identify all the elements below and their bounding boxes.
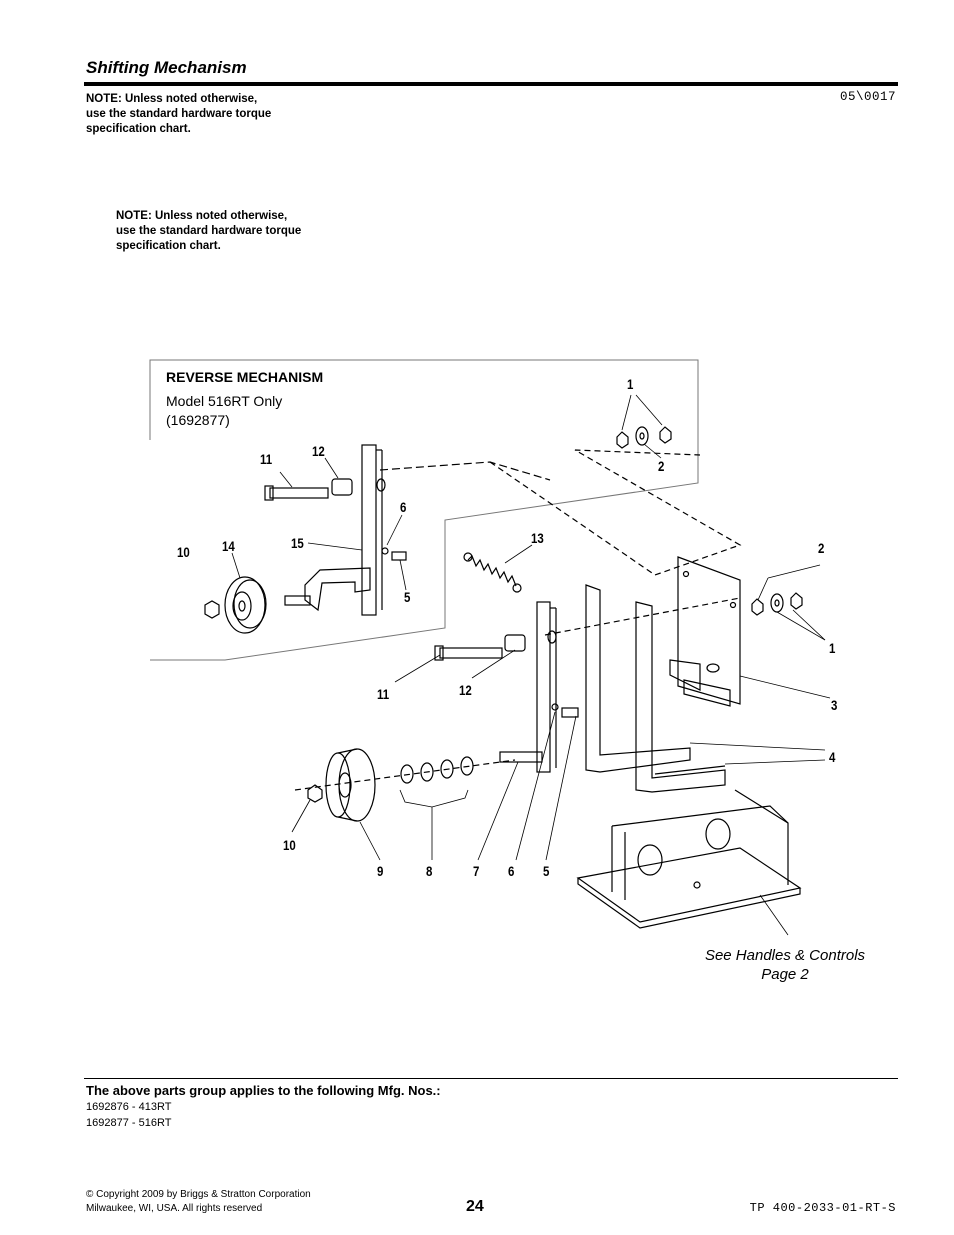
callout-12-bottom: 12 [459, 682, 472, 698]
copyright-line-2: Milwaukee, WI, USA. All rights reserved [86, 1203, 263, 1214]
callout-2-top: 2 [658, 458, 665, 474]
callout-11-bottom: 11 [377, 686, 390, 702]
shaft-7 [499, 751, 543, 763]
applies-title: The above parts group applies to the fol… [86, 1083, 441, 1098]
copyright-line-1: © Copyright 2009 by Briggs & Stratton Co… [86, 1189, 311, 1200]
reverse-arm [361, 444, 386, 616]
callout-9: 9 [377, 863, 384, 879]
bracket-4b [635, 601, 726, 793]
callout-1-top: 1 [627, 376, 634, 392]
dashed-axis-b [294, 759, 516, 791]
bracket-15 [284, 567, 371, 612]
callout-7: 7 [473, 863, 480, 879]
lower-arm [536, 601, 557, 773]
callout-8: 8 [426, 863, 433, 879]
footer-rule [84, 1078, 898, 1079]
mfg-number-2: 1692877 - 516RT [86, 1117, 172, 1129]
callout-4: 4 [829, 749, 836, 765]
dashed-link [379, 461, 551, 481]
hardware-1-2-top [616, 426, 672, 449]
nut-10-bottom [307, 784, 323, 803]
spacer-12-bottom [504, 634, 526, 652]
idler-pulley-14 [224, 576, 267, 634]
callout-1-right: 1 [829, 640, 836, 656]
leader-lines [231, 394, 831, 936]
spring-13 [463, 552, 522, 593]
callout-6-top: 6 [400, 499, 407, 515]
nut-10-top [204, 600, 220, 619]
pin-5-bottom [551, 703, 579, 718]
base-plate [576, 789, 802, 929]
callout-10-top: 10 [177, 544, 190, 560]
callout-2-right: 2 [818, 540, 825, 556]
page-title: Shifting Mechanism [86, 58, 247, 77]
washers-8 [400, 756, 474, 784]
document-code: TP 400-2033-01-RT-S [749, 1201, 896, 1215]
header-note: NOTE: Unless noted otherwise, use the st… [86, 93, 272, 135]
callout-5-bottom: 5 [543, 863, 550, 879]
callout-14: 14 [222, 538, 235, 554]
inset-frame [149, 359, 699, 661]
spacer-12-top [331, 478, 353, 496]
drawing-code: 05\0017 [839, 90, 896, 104]
see-reference: See Handles & Controls Page 2 [704, 947, 866, 983]
page-number: 24 [466, 1198, 484, 1215]
dashed-axis-a [544, 597, 741, 636]
pin-5-top [381, 547, 407, 561]
bolt-11-bottom [434, 645, 503, 661]
reverse-mechanism-model: Model 516RT Only (1692877) [166, 393, 283, 428]
plate-3 [669, 556, 741, 707]
callout-11-top: 11 [260, 451, 273, 467]
bolt-11-top [264, 485, 329, 501]
callout-12-top: 12 [312, 443, 325, 459]
callout-5-top: 5 [404, 589, 411, 605]
callout-6-bottom: 6 [508, 863, 515, 879]
mfg-number-1: 1692876 - 413RT [86, 1101, 172, 1113]
dashed-plane [489, 449, 742, 576]
figure-note: NOTE: Unless noted otherwise, use the st… [116, 210, 302, 252]
copyright: © Copyright 2009 by Briggs & Stratton Co… [86, 1188, 311, 1216]
bracket-4a [585, 584, 691, 773]
callout-13: 13 [531, 530, 544, 546]
reverse-mechanism-title: REVERSE MECHANISM [166, 369, 324, 385]
header-rule [84, 82, 898, 86]
callout-15: 15 [291, 535, 304, 551]
callout-3: 3 [831, 697, 838, 713]
pulley-9 [325, 748, 376, 822]
callout-10-bottom: 10 [283, 837, 296, 853]
